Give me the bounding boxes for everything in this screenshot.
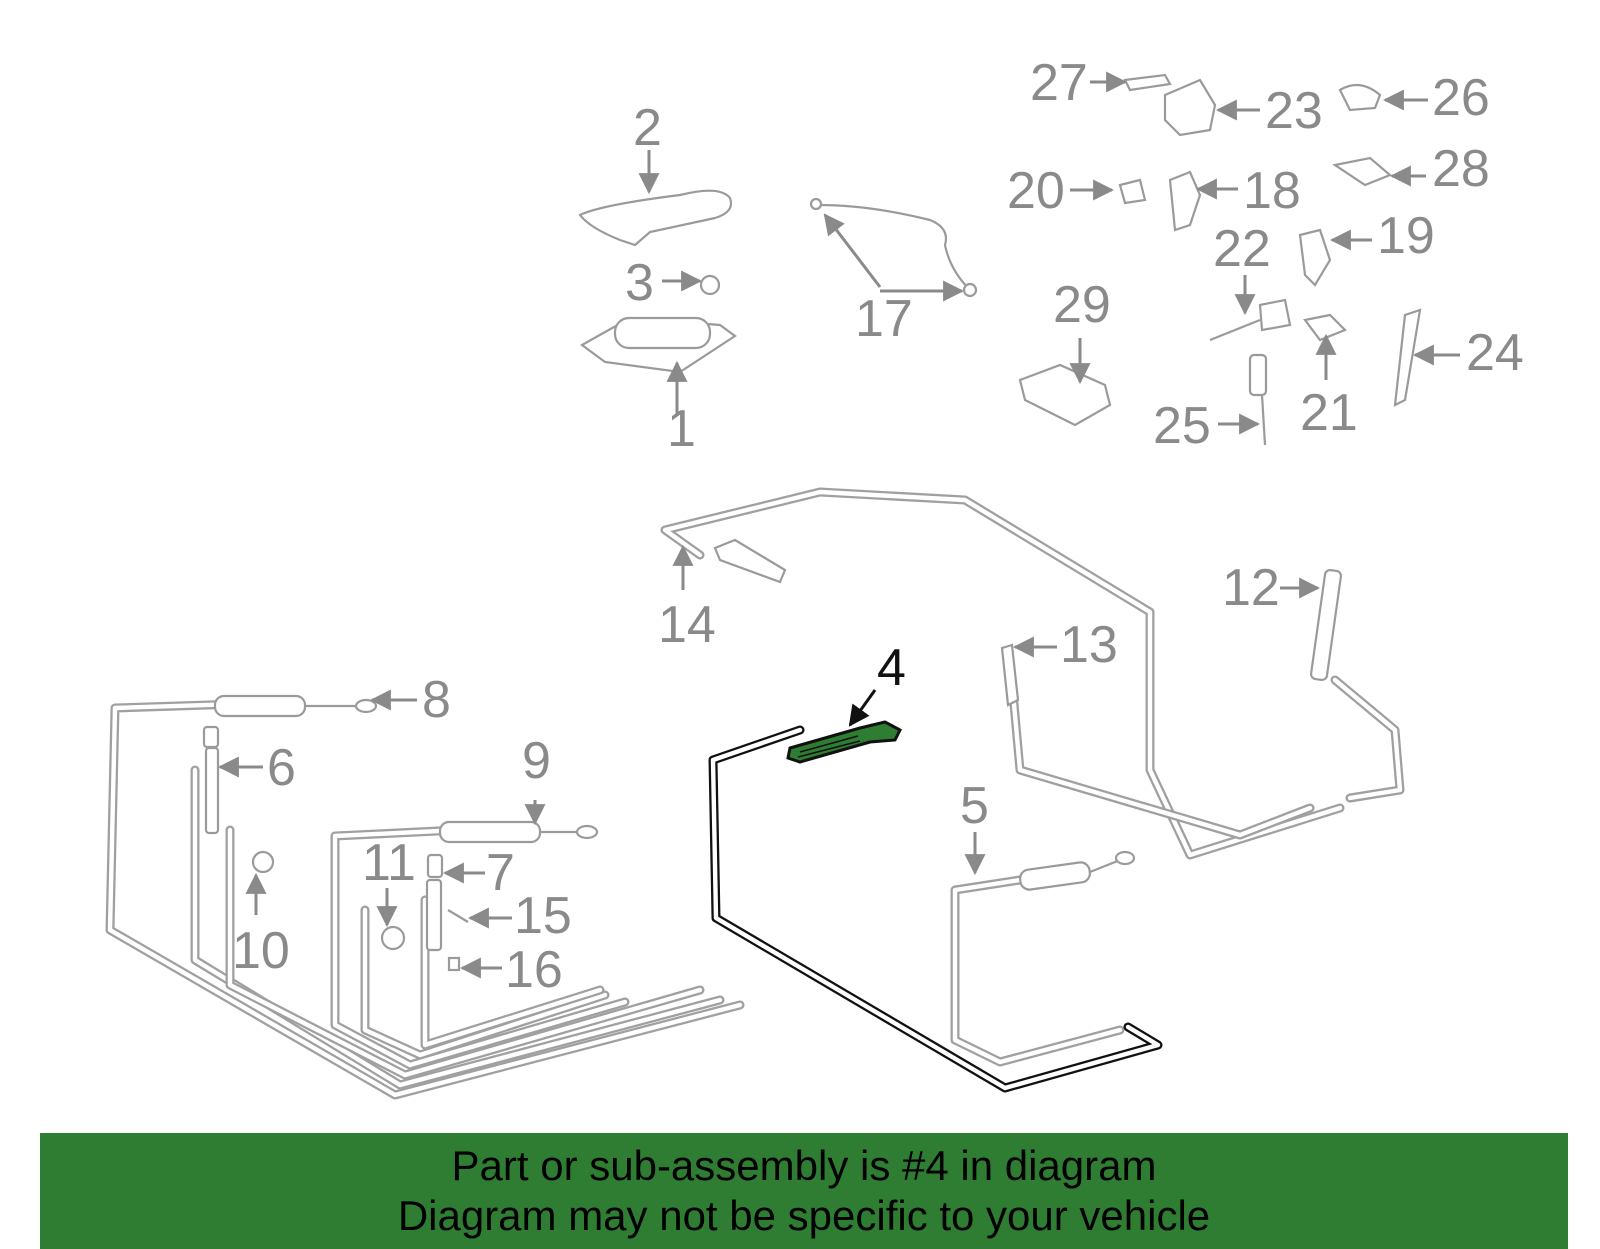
callout-5[interactable]: 5 <box>960 777 989 835</box>
callout-4[interactable]: 4 <box>877 639 906 697</box>
callout-18[interactable]: 18 <box>1243 162 1301 220</box>
callout-3[interactable]: 3 <box>625 254 654 312</box>
part-13-bracket <box>1000 643 1020 707</box>
part-2-handle <box>578 189 733 247</box>
callout-2[interactable]: 2 <box>633 99 662 157</box>
callout-17[interactable]: 17 <box>855 290 913 348</box>
callout-arrows <box>217 71 1460 979</box>
callout-9[interactable]: 9 <box>522 732 551 790</box>
part-10-fitting <box>251 850 275 874</box>
part-25-sensor <box>1248 353 1268 446</box>
disclaimer-banner: Part or sub-assembly is #4 in diagram Di… <box>40 1133 1568 1249</box>
part-19-hook <box>1298 228 1332 287</box>
part-17-cable <box>809 197 978 298</box>
callout-28[interactable]: 28 <box>1432 140 1490 198</box>
callout-27[interactable]: 27 <box>1030 54 1088 112</box>
callout-7[interactable]: 7 <box>486 844 515 902</box>
callout-20[interactable]: 20 <box>1007 162 1065 220</box>
callout-labels: 2 1 3 17 27 23 26 28 20 18 19 22 29 21 2… <box>232 54 1524 999</box>
part-20-block <box>1118 178 1147 205</box>
callout-14[interactable]: 14 <box>658 596 716 654</box>
part-23-lock <box>1163 78 1217 137</box>
part-3-cap <box>699 274 721 296</box>
callout-16[interactable]: 16 <box>505 941 563 999</box>
callout-25[interactable]: 25 <box>1153 397 1211 455</box>
part-5-cylinder <box>1019 850 1136 891</box>
hydraulic-lines-left <box>105 697 745 1100</box>
callout-29[interactable]: 29 <box>1053 276 1111 334</box>
parts-diagram: 2 1 3 17 27 23 26 28 20 18 19 22 29 21 2… <box>105 54 1524 1100</box>
callout-12[interactable]: 12 <box>1222 559 1280 617</box>
callout-19[interactable]: 19 <box>1377 207 1435 265</box>
part-11-fitting <box>380 925 406 951</box>
part-4-cylinder[interactable] <box>786 720 902 764</box>
part-9-cylinder <box>438 820 599 844</box>
part-6-valve <box>202 725 220 835</box>
part-21-bracket <box>1303 313 1347 342</box>
hydraulic-lines-right <box>660 487 1405 1067</box>
callout-1[interactable]: 1 <box>667 400 696 458</box>
part-8-cylinder <box>213 694 378 718</box>
part-24-strip <box>1393 308 1422 407</box>
part-14-cylinder <box>713 538 787 584</box>
callout-23[interactable]: 23 <box>1265 82 1323 140</box>
callout-22[interactable]: 22 <box>1213 220 1271 278</box>
part-16-clip <box>447 956 461 972</box>
callout-10[interactable]: 10 <box>232 922 290 980</box>
part-29-module <box>1018 363 1112 427</box>
callout-15[interactable]: 15 <box>514 887 572 945</box>
part-27-bracket <box>1123 73 1172 92</box>
part-12-cylinder <box>1309 568 1343 682</box>
part-7-valve <box>425 853 444 952</box>
callout-21[interactable]: 21 <box>1300 384 1358 442</box>
part-28-plate <box>1332 156 1393 187</box>
callout-26[interactable]: 26 <box>1432 69 1490 127</box>
callout-8[interactable]: 8 <box>422 671 451 729</box>
callout-13[interactable]: 13 <box>1060 616 1118 674</box>
banner-line-part: Part or sub-assembly is #4 in diagram <box>451 1142 1157 1189</box>
part-18-latch <box>1168 170 1202 232</box>
part-15-pin <box>447 909 469 923</box>
callout-6[interactable]: 6 <box>267 739 296 797</box>
callout-24[interactable]: 24 <box>1466 324 1524 382</box>
part-22-switch <box>1209 298 1292 342</box>
part-1-motor <box>579 316 737 374</box>
callout-11[interactable]: 11 <box>362 834 416 892</box>
banner-line-disclaimer: Diagram may not be specific to your vehi… <box>397 1192 1211 1239</box>
part-26-clip <box>1338 83 1382 112</box>
